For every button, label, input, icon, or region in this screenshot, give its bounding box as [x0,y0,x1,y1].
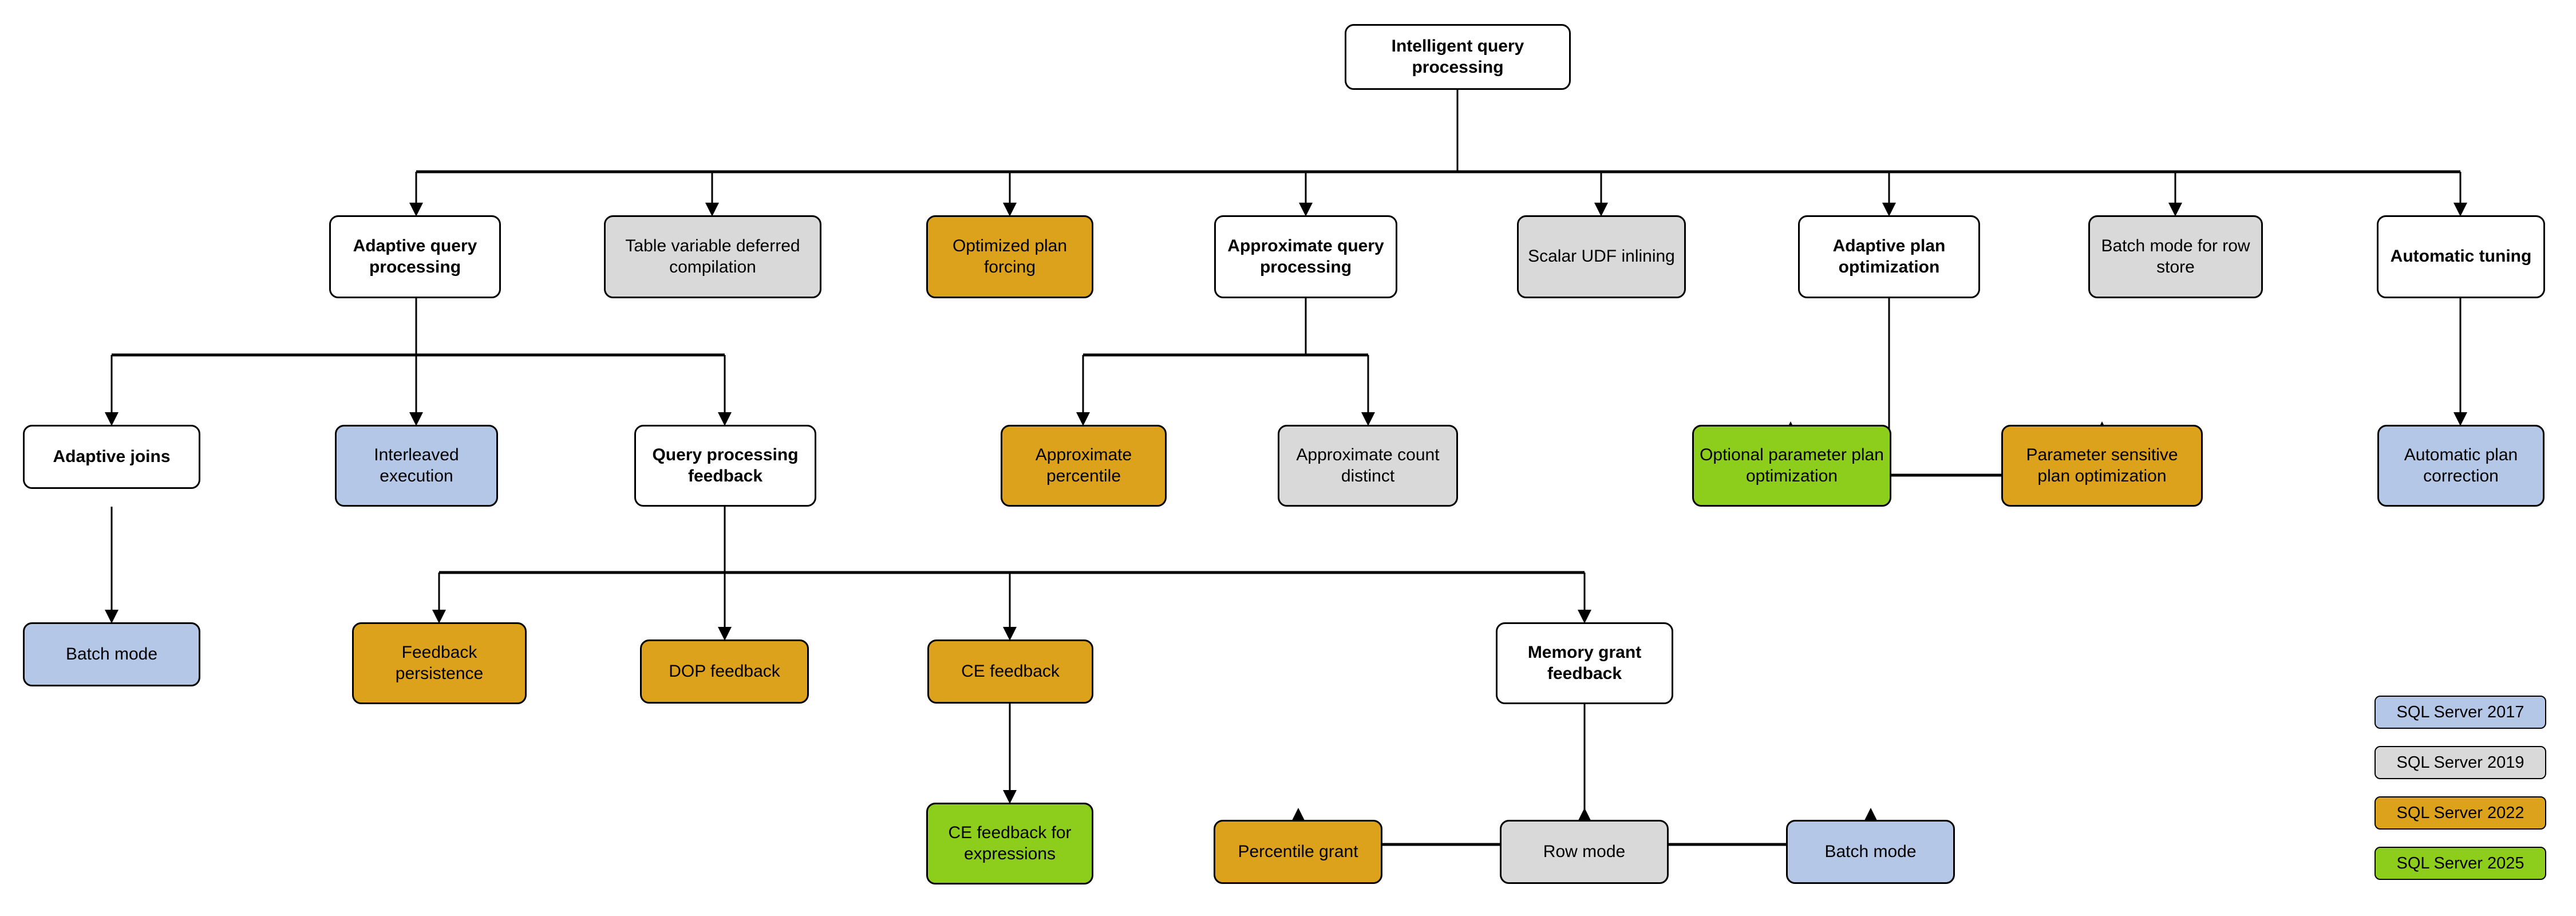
node-row-mode[interactable]: Row mode [1500,820,1669,884]
node-adaptive-plan-optimization[interactable]: Adaptive plan optimization [1798,215,1980,298]
node-scalar-udf-inlining[interactable]: Scalar UDF inlining [1517,215,1686,298]
legend-item-sql-server-2022[interactable]: SQL Server 2022 [2374,796,2546,830]
node-batch-mode-memory-grant[interactable]: Batch mode [1786,820,1955,884]
node-batch-mode-adaptive-joins[interactable]: Batch mode [23,622,200,686]
node-optimized-plan-forcing[interactable]: Optimized plan forcing [926,215,1093,298]
legend-item-sql-server-2025[interactable]: SQL Server 2025 [2374,847,2546,880]
node-adaptive-joins[interactable]: Adaptive joins [23,425,200,489]
node-table-variable-deferred-compilation[interactable]: Table variable deferred compilation [604,215,821,298]
node-approximate-query-processing[interactable]: Approximate query processing [1214,215,1397,298]
node-approximate-percentile[interactable]: Approximate percentile [1001,425,1167,507]
node-dop-feedback[interactable]: DOP feedback [640,639,809,704]
node-automatic-plan-correction[interactable]: Automatic plan correction [2377,425,2545,507]
node-query-processing-feedback[interactable]: Query processing feedback [634,425,816,507]
node-adaptive-query-processing[interactable]: Adaptive query processing [329,215,501,298]
node-ce-feedback-for-expressions[interactable]: CE feedback for expressions [926,803,1093,885]
node-batch-mode-for-row-store[interactable]: Batch mode for row store [2088,215,2263,298]
node-interleaved-execution[interactable]: Interleaved execution [335,425,498,507]
legend-item-sql-server-2019[interactable]: SQL Server 2019 [2374,746,2546,779]
node-ce-feedback[interactable]: CE feedback [927,639,1093,704]
node-optional-parameter-plan-optimization[interactable]: Optional parameter plan optimization [1692,425,1891,507]
node-automatic-tuning[interactable]: Automatic tuning [2377,215,2545,298]
node-memory-grant-feedback[interactable]: Memory grant feedback [1496,622,1673,704]
node-intelligent-query-processing[interactable]: Intelligent query processing [1345,24,1571,90]
node-percentile-grant[interactable]: Percentile grant [1214,820,1382,884]
legend-item-sql-server-2017[interactable]: SQL Server 2017 [2374,696,2546,729]
node-feedback-persistence[interactable]: Feedback persistence [352,622,527,704]
node-parameter-sensitive-plan-optimization[interactable]: Parameter sensitive plan optimization [2001,425,2203,507]
node-approximate-count-distinct[interactable]: Approximate count distinct [1278,425,1458,507]
